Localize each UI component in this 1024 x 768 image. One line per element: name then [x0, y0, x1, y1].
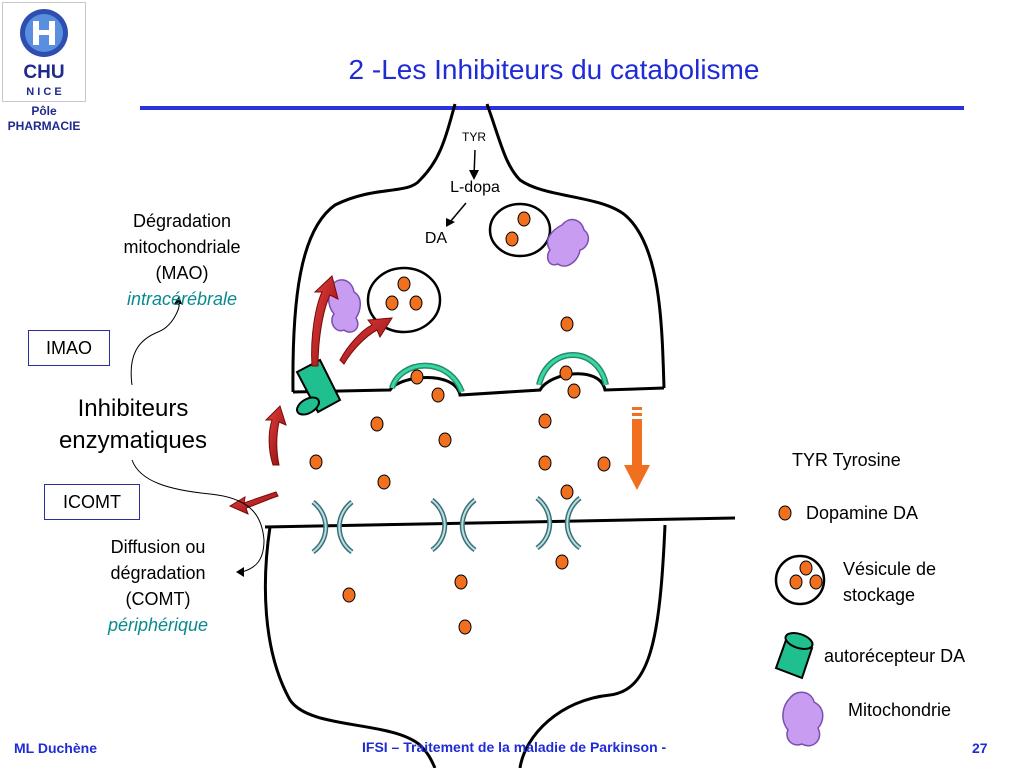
presynaptic-neuron: [291, 103, 666, 393]
footer-author: ML Duchène: [14, 740, 97, 756]
legend-autoreceptor: autorécepteur DA: [824, 646, 966, 666]
postsynaptic-membrane: [264, 516, 736, 529]
dopamine-molecule: [538, 455, 552, 471]
dopamine-molecules: [309, 211, 823, 635]
dopamine-molecule: [560, 316, 574, 332]
dopamine-molecule: [538, 413, 552, 429]
footer-course: IFSI – Traitement de la maladie de Parki…: [362, 739, 667, 755]
legend-dopamine-icon: [778, 505, 792, 521]
footer-page-number: 27: [972, 740, 988, 756]
legend-tyr: TYR Tyrosine: [792, 450, 901, 470]
dopamine-molecule: [809, 574, 823, 590]
legend-vesicle: Vésicule de stockage: [843, 556, 936, 608]
dopamine-molecule: [409, 295, 423, 311]
comt-description: Diffusion ou dégradation (COMT) périphér…: [76, 534, 240, 638]
enzyme-inhibitors-label: Inhibiteurs enzymatiques: [38, 393, 228, 457]
dopamine-molecule: [385, 295, 399, 311]
da-label: DA: [424, 230, 448, 247]
title-underline: [140, 106, 964, 110]
dopamine-molecule: [342, 587, 356, 603]
dopamine-molecule: [517, 211, 531, 227]
release-direction-arrow: [624, 407, 650, 490]
department-line2: PHARMACIE: [7, 119, 81, 133]
dopamine-molecule: [555, 554, 569, 570]
legend-mitochondria: Mitochondrie: [848, 700, 952, 720]
ldopa-label: L-dopa: [450, 179, 500, 196]
legend-dopamine: Dopamine DA: [806, 503, 919, 523]
legend-vesicle-line1: Vésicule de: [843, 559, 937, 579]
logo-name: CHU: [23, 62, 64, 83]
dopamine-molecule: [559, 365, 573, 381]
department-line1: Pôle: [31, 104, 57, 118]
dopamine-molecule: [454, 574, 468, 590]
tyr-to-ldopa-arrowhead: [469, 170, 479, 180]
dopamine-molecule: [377, 474, 391, 490]
postsynaptic-receptors-inner: [312, 497, 581, 553]
connector-comt: [131, 459, 265, 573]
storage-vesicle-1: [488, 202, 552, 258]
icomt-box: ICOMT: [44, 484, 140, 520]
connector-mao-arrowhead: [174, 296, 182, 304]
inhibitors-line-1: Inhibiteurs: [77, 395, 189, 422]
tyr-label: TYR: [462, 130, 486, 144]
mao-description: Dégradation mitochondriale (MAO) intracé…: [100, 208, 264, 312]
dopamine-molecule: [799, 560, 813, 576]
inhibitors-line-2: enzymatiques: [58, 427, 208, 454]
dopamine-molecule: [410, 369, 424, 385]
department-label: Pôle PHARMACIE: [0, 104, 88, 134]
legend-mitochondria-icon: [782, 691, 824, 747]
mao-line-1: Dégradation: [132, 211, 232, 231]
connector-comt-arrowhead: [236, 567, 244, 577]
dopamine-molecule: [309, 454, 323, 470]
imao-box: IMAO: [28, 330, 110, 366]
logo-city: N I C E: [26, 86, 61, 98]
ldopa-to-da-arrowhead: [446, 218, 455, 227]
dopamine-molecule: [458, 619, 472, 635]
mao-line-2: mitochondriale: [123, 237, 241, 257]
legend-autoreceptor-icon: [774, 632, 814, 680]
comt-line-2: dégradation: [110, 563, 206, 583]
legend-vesicle-line2: stockage: [843, 585, 916, 605]
dopamine-molecule: [505, 231, 519, 247]
comt-line-3: (COMT): [125, 589, 191, 609]
mao-location: intracérébrale: [126, 289, 238, 309]
page-title: 2 -Les Inhibiteurs du catabolisme: [348, 54, 760, 85]
comt-line-1: Diffusion ou: [110, 537, 206, 557]
mitochondria-1: [546, 218, 590, 267]
dopamine-molecule: [397, 276, 411, 292]
dopamine-molecule: [560, 484, 574, 500]
dopamine-molecule: [597, 456, 611, 472]
ldopa-to-da-arrow: [449, 202, 467, 223]
release-site-2-inner: [537, 353, 608, 386]
mao-line-3: (MAO): [155, 263, 209, 283]
comt-location: périphérique: [107, 615, 209, 635]
connector-mao: [130, 303, 180, 386]
release-site-1-inner: [390, 364, 464, 393]
inhibition-arrows: [228, 275, 393, 515]
postsynaptic-neuron: [263, 524, 667, 768]
chu-logo: CHU N I C E: [2, 2, 86, 102]
dopamine-molecule: [438, 432, 452, 448]
chu-logo-graphic: CHU N I C E: [20, 9, 68, 98]
dopamine-molecule: [567, 383, 581, 399]
presynaptic-membrane: [292, 372, 665, 397]
dopamine-molecule: [370, 416, 384, 432]
storage-vesicle-2: [366, 266, 442, 334]
dopamine-molecule: [431, 387, 445, 403]
dopamine-molecule: [789, 574, 803, 590]
autoreceptor: [295, 358, 342, 416]
